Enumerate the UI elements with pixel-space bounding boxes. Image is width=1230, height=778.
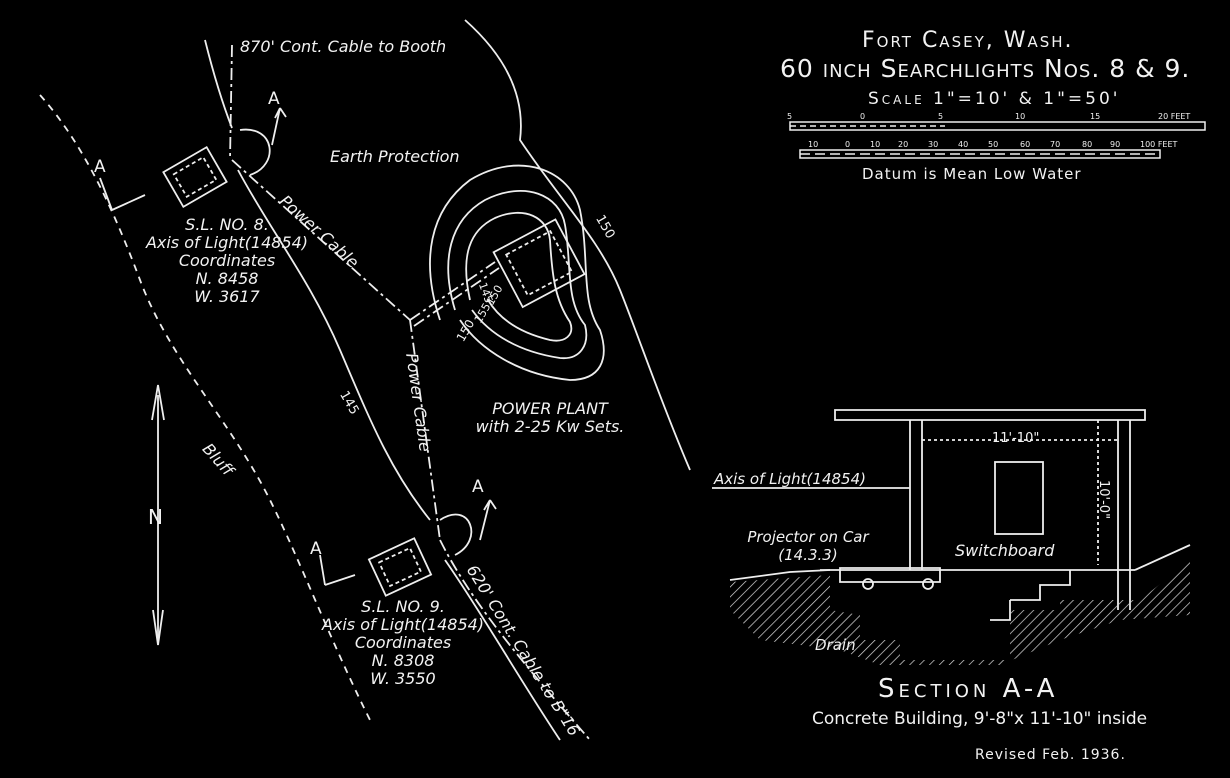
switchboard-label: Switchboard bbox=[955, 541, 1055, 560]
section-marker-a: A bbox=[310, 539, 322, 559]
sl8-north: N. 8458 bbox=[195, 269, 259, 288]
scale-large-tick: 10 bbox=[870, 140, 881, 149]
revised-note: Revised Feb. 1936. bbox=[975, 747, 1126, 763]
section-title: Section A-A bbox=[878, 674, 1059, 704]
section-width-dim: 11'-10" bbox=[992, 431, 1040, 446]
sl9-shelter bbox=[367, 537, 433, 597]
projector-label: Projector on Car bbox=[747, 528, 869, 546]
title-line1: Fort Casey, Wash. bbox=[862, 28, 1074, 53]
contour-plant-mid bbox=[447, 190, 588, 359]
projector-label-block: Projector on Car (14.3.3) bbox=[738, 528, 878, 564]
power-plant-label: POWER PLANT with 2-25 Kw Sets. bbox=[460, 400, 640, 436]
cable-to-b16-line bbox=[439, 539, 591, 741]
power-cable-upper-line bbox=[231, 159, 411, 321]
sl8-shelter bbox=[162, 145, 228, 209]
power-plant-detail: with 2-25 Kw Sets. bbox=[475, 417, 625, 436]
scale-bar-small bbox=[789, 121, 1206, 131]
sl8-label-block: S.L. NO. 8. Axis of Light(14854) Coordin… bbox=[142, 216, 312, 306]
section-mark-upper bbox=[271, 107, 287, 146]
power-plant-name: POWER PLANT bbox=[492, 399, 608, 418]
section-marker-a: A bbox=[268, 89, 280, 109]
scale-small-tick: 10 bbox=[1015, 112, 1026, 121]
datum-note: Datum is Mean Low Water bbox=[862, 165, 1082, 183]
projector-elev: (14.3.3) bbox=[778, 546, 838, 564]
section-marker-a: A bbox=[472, 477, 484, 497]
scale-small-tick: 5 bbox=[938, 112, 944, 121]
section-mark-left-9 bbox=[319, 554, 356, 586]
scale-large-tick: 50 bbox=[988, 140, 999, 149]
north-arrow-head bbox=[151, 384, 165, 421]
scale-large-tick: 100 FEET bbox=[1140, 140, 1178, 149]
drain-label: Drain bbox=[815, 636, 856, 654]
section-roof bbox=[834, 409, 1146, 421]
section-marker-a: A bbox=[94, 157, 106, 177]
section-axis-label: Axis of Light(14854) bbox=[714, 470, 866, 488]
sl9-name: S.L. NO. 9. bbox=[361, 597, 445, 616]
section-mark-left bbox=[99, 177, 146, 211]
section-mark-upper-9 bbox=[479, 499, 497, 541]
earth-protection-label: Earth Protection bbox=[330, 147, 460, 166]
section-ground bbox=[729, 544, 1191, 581]
scale-large-tick: 80 bbox=[1082, 140, 1093, 149]
sl9-label-block: S.L. NO. 9. Axis of Light(14854) Coordin… bbox=[318, 598, 488, 688]
ground-line-lower bbox=[444, 559, 561, 741]
scale-large-tick: 10 bbox=[808, 140, 819, 149]
contour-plant-inner bbox=[465, 211, 573, 342]
sl8-west: W. 3617 bbox=[194, 287, 260, 306]
scale-large-tick: 90 bbox=[1110, 140, 1121, 149]
sl9-west: W. 3550 bbox=[370, 669, 436, 688]
north-label: N bbox=[148, 505, 163, 529]
scale-bar-large bbox=[799, 149, 1161, 159]
section-subtitle: Concrete Building, 9'-8"x 11'-10" inside bbox=[812, 709, 1148, 729]
scale-large-tick: 0 bbox=[845, 140, 851, 149]
sl8-name: S.L. NO. 8. bbox=[185, 215, 269, 234]
section-height-dim: 10'-0" bbox=[1096, 480, 1111, 520]
car-wheel-2 bbox=[922, 578, 934, 590]
power-cable-to-plant bbox=[409, 261, 496, 321]
contour-150-outer bbox=[464, 19, 691, 471]
scale-small-tick: 20 FEET bbox=[1158, 112, 1191, 121]
scale-large-tick: 40 bbox=[958, 140, 969, 149]
projector-car bbox=[839, 567, 941, 583]
sl9-north: N. 8308 bbox=[371, 651, 435, 670]
scale-small-tick: 0 bbox=[860, 112, 866, 121]
scale-large-tick: 60 bbox=[1020, 140, 1031, 149]
scale-large-tick: 30 bbox=[928, 140, 939, 149]
section-wall-right bbox=[1117, 420, 1131, 610]
north-arrow-tail bbox=[152, 609, 164, 646]
scale-small-tick: 5 bbox=[787, 112, 793, 121]
power-plant-building bbox=[492, 218, 586, 309]
sl9-axis: Axis of Light(14854) bbox=[321, 615, 485, 634]
sl9-arc bbox=[439, 513, 473, 556]
sl8-axis: Axis of Light(14854) bbox=[145, 233, 309, 252]
cable-to-booth-label: 870' Cont. Cable to Booth bbox=[240, 37, 447, 56]
scale-large-tick: 20 bbox=[898, 140, 909, 149]
cable-to-booth-line bbox=[229, 44, 233, 161]
power-cable-to-plant-2 bbox=[413, 267, 500, 327]
earth-hatch-left bbox=[730, 560, 1190, 665]
sl8-arc bbox=[239, 128, 271, 176]
switchboard-panel bbox=[994, 461, 1044, 535]
title-scale: Scale 1"=10' & 1"=50' bbox=[868, 89, 1121, 109]
contour-plant-outer bbox=[429, 164, 605, 381]
scale-large-tick: 70 bbox=[1050, 140, 1061, 149]
title-line2: 60 inch Searchlights Nos. 8 & 9. bbox=[780, 54, 1191, 83]
slope-line-145 bbox=[237, 169, 431, 521]
sl9-coord-label: Coordinates bbox=[354, 633, 452, 652]
sl8-coord-label: Coordinates bbox=[178, 251, 276, 270]
power-cable-lower-line bbox=[409, 319, 441, 541]
scale-small-tick: 15 bbox=[1090, 112, 1101, 121]
section-wall-left bbox=[909, 420, 923, 570]
ground-line-upper bbox=[204, 39, 233, 129]
car-wheel-1 bbox=[862, 578, 874, 590]
